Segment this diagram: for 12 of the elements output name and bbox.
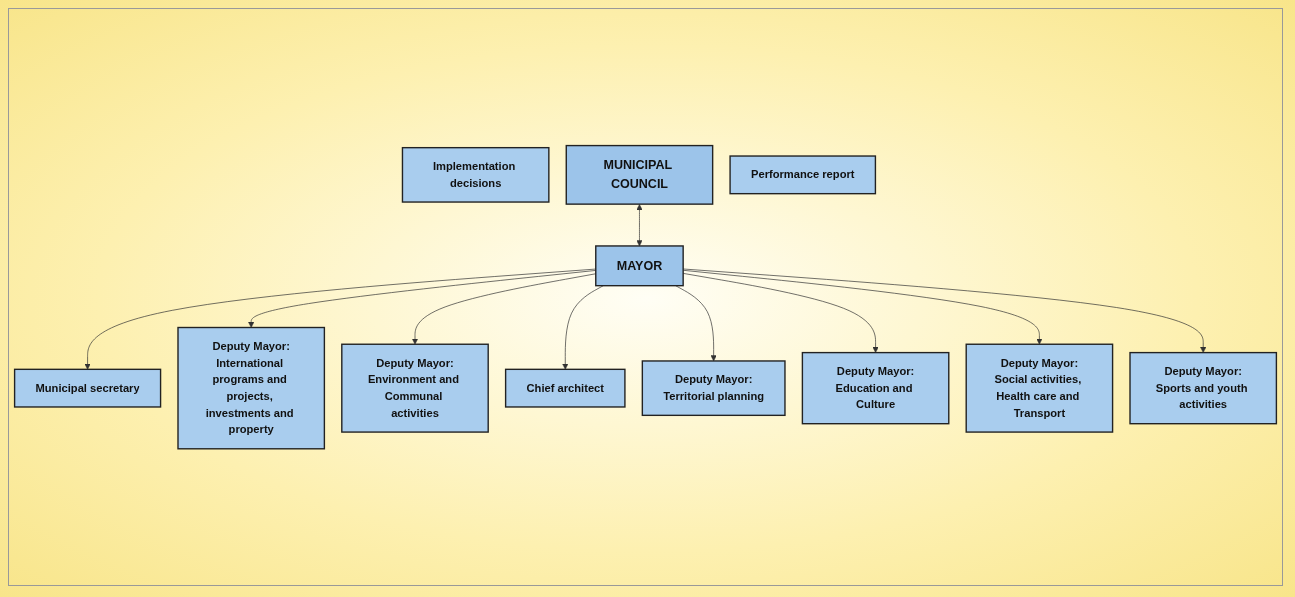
node-box: Implementation decisions (401, 146, 550, 203)
node-box: Deputy Mayor: Environment and Communal activities (341, 343, 489, 433)
node-box: Deputy Mayor: Social activities, Health care and Transport (965, 343, 1114, 433)
node-box: MUNICIPAL COUNCIL (565, 144, 714, 205)
node-box: Deputy Mayor: Education and Culture (801, 351, 950, 425)
node-box: Chief architect (504, 368, 626, 408)
node-box: Deputy Mayor: Sports and youth activities (1129, 351, 1278, 425)
node-box: MAYOR (595, 245, 684, 287)
node-box: Municipal secretary (13, 368, 162, 408)
node-box: Deputy Mayor: Territorial planning (641, 360, 786, 416)
node-box: Deputy Mayor: International programs and projects, investments and property (177, 326, 326, 450)
node-box: Performance report (729, 155, 877, 195)
